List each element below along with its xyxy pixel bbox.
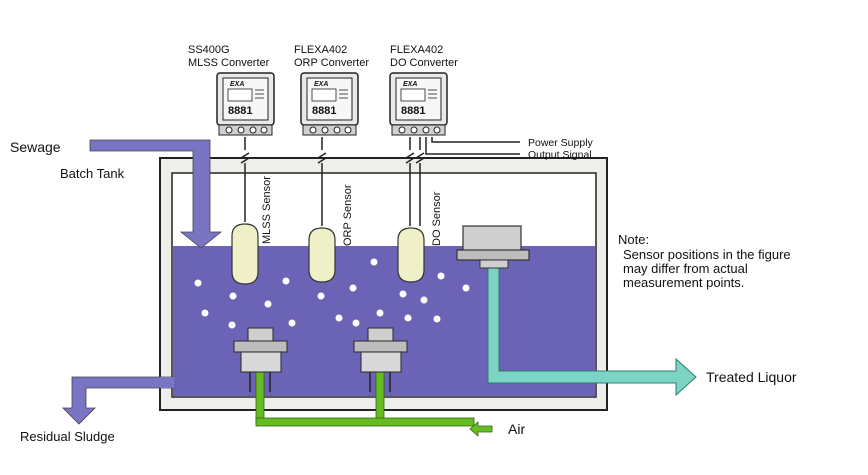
note-line: Sensor positions in the figure bbox=[623, 247, 791, 262]
orp-converter-name: ORP Converter bbox=[294, 57, 369, 69]
treated-liquor-label: Treated Liquor bbox=[706, 369, 797, 385]
output-signal-label: Output Signal bbox=[528, 149, 592, 161]
sewage-inflow-arrow bbox=[89, 139, 223, 249]
batch-tank-label: Batch Tank bbox=[60, 166, 125, 181]
do-converter: EXA 8881 bbox=[389, 72, 448, 136]
note-title: Note: bbox=[618, 232, 649, 247]
mlss-sensor bbox=[231, 223, 259, 285]
note-line: may differ from actual bbox=[623, 261, 748, 276]
diffuser-left bbox=[233, 327, 288, 392]
treated-liquor-pipe bbox=[487, 266, 697, 397]
orp-converter: EXA 8881 bbox=[300, 72, 359, 136]
sewage-label: Sewage bbox=[10, 139, 61, 155]
power-supply-label: Power Supply bbox=[528, 137, 594, 149]
note-line: measurement points. bbox=[623, 275, 744, 290]
mlss-sensor-label: MLSS Sensor bbox=[261, 176, 273, 244]
orp-converter-model: FLEXA402 bbox=[294, 44, 347, 56]
mlss-converter: EXA 8881 bbox=[216, 72, 275, 136]
converter-display: 8881 bbox=[401, 105, 425, 117]
do-converter-model: FLEXA402 bbox=[390, 44, 443, 56]
do-sensor bbox=[397, 227, 425, 283]
do-converter-name: DO Converter bbox=[390, 57, 458, 69]
sensor-cables bbox=[240, 137, 520, 226]
residual-sludge-label: Residual Sludge bbox=[20, 429, 115, 444]
diffuser-right bbox=[353, 327, 408, 392]
mlss-converter-name: MLSS Converter bbox=[188, 57, 270, 69]
converter-screen-brand: EXA bbox=[403, 81, 417, 88]
mlss-converter-model: SS400G bbox=[188, 44, 230, 56]
converter-display: 8881 bbox=[312, 105, 336, 117]
converter-screen-brand: EXA bbox=[230, 81, 244, 88]
air-arrow bbox=[469, 421, 493, 437]
note: Note: Sensor positions in the figure may… bbox=[618, 232, 791, 290]
orp-sensor-label: ORP Sensor bbox=[342, 184, 354, 246]
air-label: Air bbox=[508, 421, 525, 437]
converter-display: 8881 bbox=[228, 105, 252, 117]
air-bubbles bbox=[194, 258, 470, 329]
treated-liquor-outlet bbox=[456, 225, 530, 269]
residual-sludge-arrow bbox=[62, 376, 174, 425]
orp-sensor bbox=[308, 227, 336, 283]
do-sensor-label: DO Sensor bbox=[431, 191, 443, 246]
converter-screen-brand: EXA bbox=[314, 81, 328, 88]
